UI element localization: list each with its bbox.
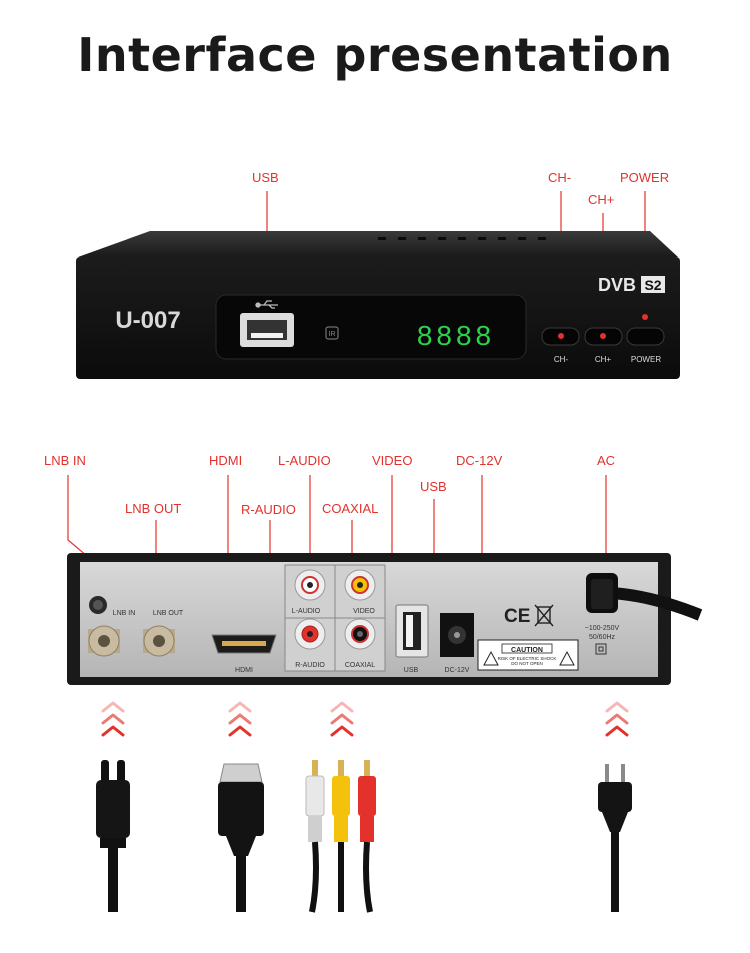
- callout-ch-minus: CH-: [548, 170, 572, 185]
- caution-line-2: DO NOT OPEN: [511, 661, 542, 666]
- callout-l-audio: L-AUDIO: [278, 453, 331, 468]
- ac-plug: [598, 764, 632, 912]
- label-lnb-out: LNB OUT: [153, 610, 184, 617]
- callout-lnb-out: LNB OUT: [125, 501, 182, 516]
- chevron-up-icon: [605, 701, 629, 737]
- caution-line-1: RISK OF ELECTRIC SHOCK: [498, 656, 557, 661]
- callout-r-audio: R-AUDIO: [241, 502, 296, 517]
- lnb-in-port[interactable]: [88, 625, 120, 657]
- label-hdmi: HDMI: [235, 667, 253, 674]
- front-device: IR 8888 U-007 DVB S2 CH- CH+ POWER: [76, 191, 680, 379]
- cables: [96, 760, 632, 913]
- dvb-logo: DVB: [598, 275, 636, 295]
- callout-video: VIDEO: [372, 453, 413, 468]
- label-voltage: ~100-250V: [585, 625, 620, 632]
- callout-ch-plus: CH+: [588, 192, 615, 207]
- callout-dc-12v: DC-12V: [456, 453, 503, 468]
- usb-port[interactable]: [395, 604, 429, 658]
- power-button[interactable]: [626, 314, 665, 346]
- callout-ac: AC: [597, 453, 616, 468]
- caution-label: [477, 639, 579, 671]
- chevron-row: [101, 701, 629, 737]
- video-port[interactable]: [344, 569, 376, 601]
- label-frequency: 50/60Hz: [589, 634, 616, 641]
- ch-minus-button[interactable]: [541, 327, 580, 346]
- hdmi-plug: [218, 763, 264, 912]
- l-audio-port[interactable]: [294, 569, 326, 601]
- led-display: 8888: [417, 320, 495, 351]
- r-audio-port[interactable]: [294, 618, 326, 650]
- chevron-up-icon: [228, 701, 252, 737]
- btn-label-power: POWER: [631, 355, 661, 364]
- label-dc-12v: DC-12V: [445, 667, 470, 674]
- btn-label-ch-minus: CH-: [554, 355, 569, 364]
- brand-logo: U-007: [115, 307, 180, 334]
- dc-12v-port[interactable]: [440, 613, 474, 657]
- label-r-audio: R-AUDIO: [295, 662, 325, 669]
- ir-mark: IR: [329, 331, 336, 338]
- chevron-up-icon: [101, 701, 125, 737]
- page-title: Interface presentation: [77, 28, 673, 82]
- rear-device: LNB IN LNB OUT HDMI L-AUDIO VIDEO R-AUDI…: [67, 475, 703, 685]
- callout-coaxial: COAXIAL: [322, 501, 379, 516]
- s2-logo: S2: [644, 277, 661, 293]
- ce-mark: CE: [504, 606, 530, 627]
- caution-title: CAUTION: [511, 647, 543, 654]
- callout-front-usb: USB: [252, 170, 279, 185]
- ac-cable: [586, 573, 703, 621]
- coaxial-port[interactable]: [344, 618, 376, 650]
- callout-usb: USB: [420, 479, 447, 494]
- label-l-audio: L-AUDIO: [292, 608, 321, 615]
- callout-hdmi: HDMI: [209, 453, 243, 468]
- weee-icon: [534, 604, 554, 627]
- callout-lnb-in: LNB IN: [44, 453, 86, 468]
- rca-plugs: [305, 760, 376, 913]
- lnb-out-port[interactable]: [143, 625, 175, 657]
- usb-icon: [255, 300, 278, 309]
- ch-plus-button[interactable]: [584, 327, 623, 346]
- callout-power: POWER: [620, 170, 670, 185]
- label-coaxial: COAXIAL: [345, 662, 375, 669]
- label-lnb-in: LNB IN: [113, 610, 136, 617]
- hdmi-port[interactable]: [211, 634, 277, 654]
- f-connector-plug: [96, 760, 130, 912]
- btn-label-ch-plus: CH+: [595, 355, 612, 364]
- label-video: VIDEO: [353, 608, 375, 615]
- label-usb: USB: [404, 667, 419, 674]
- chevron-up-icon: [330, 701, 354, 737]
